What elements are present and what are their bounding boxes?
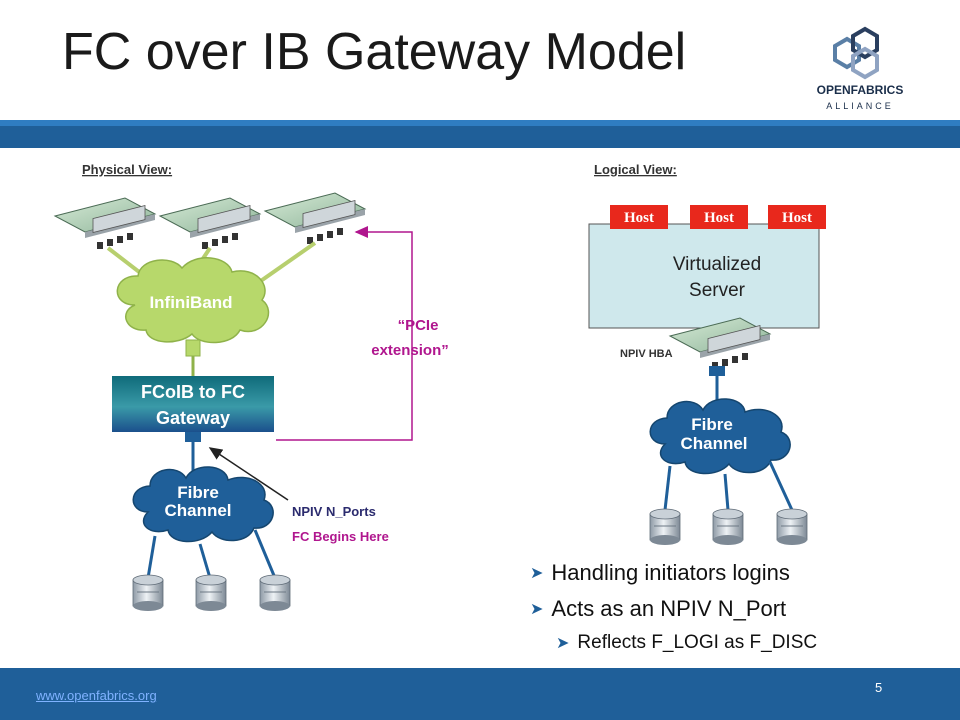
bullet-text-1: Handling initiators logins	[551, 560, 790, 585]
fc-port	[185, 432, 201, 442]
logical-disk-1-icon	[649, 508, 681, 546]
host-badge-1	[610, 205, 668, 229]
physical-fibre-label-line1: Fibre	[177, 483, 219, 502]
storage-disk-1-icon	[132, 574, 164, 612]
bullet-text-2: Acts as an NPIV N_Port	[551, 596, 787, 621]
logical-view: Logical View: Virtualized Server Host Ho…	[588, 162, 826, 546]
gateway-label-line1: FCoIB to FC	[141, 382, 245, 402]
footer-bar	[0, 668, 960, 720]
hba-port	[709, 366, 725, 376]
logo-text-openfabrics: OPENFABRICS	[817, 83, 904, 97]
hca-card-3-icon	[264, 192, 366, 245]
ib-link-3	[253, 241, 317, 287]
pcie-label-line1: “PCIe	[398, 317, 439, 334]
physical-view-label: Physical View:	[82, 162, 172, 177]
physical-fibre-label-line2: Channel	[164, 501, 231, 520]
host-label-3: Host	[782, 210, 812, 226]
hexagon-logo-icon: OPENFABRICS ALLIANCE	[817, 26, 904, 111]
title-divider-bar	[0, 120, 960, 148]
bullet-text-3: Reflects F_LOGI as F_DISC	[577, 632, 818, 653]
storage-disk-3-icon	[259, 574, 291, 612]
host-label-1: Host	[624, 210, 654, 226]
npiv-nports-label: NPIV N_Ports	[292, 504, 376, 519]
virtualized-server-box	[588, 223, 820, 329]
hca-card-2-icon	[159, 197, 261, 250]
storage-disk-2-icon	[195, 574, 227, 612]
server-label-line1: Virtualized	[673, 254, 761, 275]
bullet-list: ➤ Handling initiators logins ➤ Acts as a…	[530, 560, 817, 654]
logical-fibre-label-line2: Channel	[680, 434, 747, 453]
slide-title: FC over IB Gateway Model	[62, 23, 687, 81]
logo-text-alliance: ALLIANCE	[826, 101, 894, 111]
arrow-bullet-icon: ➤	[530, 601, 544, 618]
infiniband-label: InfiniBand	[149, 293, 232, 312]
logical-view-label: Logical View:	[594, 162, 677, 177]
title-area	[0, 0, 960, 120]
pcie-extension-arrow	[276, 226, 413, 441]
arrow-bullet-icon: ➤	[530, 565, 544, 582]
host-badge-2	[690, 205, 748, 229]
pcie-label-line2: extension”	[371, 342, 449, 359]
hca-card-1-icon	[54, 197, 156, 250]
npiv-hba-label: NPIV HBA	[620, 348, 673, 360]
server-label-line2: Server	[689, 280, 746, 301]
openfabrics-logo: OPENFABRICS ALLIANCE	[805, 18, 915, 118]
physical-view: Physical View: InfiniBand FCoIB to FC Ga…	[54, 162, 449, 612]
fcoib-gateway-box	[112, 376, 274, 432]
bullet-item-1: ➤ Handling initiators logins	[530, 560, 817, 586]
footer-website-link[interactable]: www.openfabrics.org	[36, 688, 157, 703]
npiv-arrow	[208, 447, 289, 501]
fc-begins-label: FC Begins Here	[292, 529, 389, 544]
bullet-item-3: ➤ Reflects F_LOGI as F_DISC	[556, 632, 817, 654]
page-number: 5	[875, 680, 883, 695]
ib-port	[185, 339, 201, 357]
logical-fibre-label-line1: Fibre	[691, 415, 733, 434]
logical-disk-3-icon	[776, 508, 808, 546]
logical-disk-2-icon	[712, 508, 744, 546]
gateway-label-line2: Gateway	[156, 408, 230, 428]
infiniband-cloud	[116, 257, 270, 344]
host-label-2: Host	[704, 210, 734, 226]
arrow-bullet-icon: ➤	[556, 635, 570, 652]
bullet-item-2: ➤ Acts as an NPIV N_Port	[530, 596, 817, 622]
host-badge-3	[768, 205, 826, 229]
diagram-canvas: Physical View: InfiniBand FCoIB to FC Ga…	[54, 162, 826, 612]
